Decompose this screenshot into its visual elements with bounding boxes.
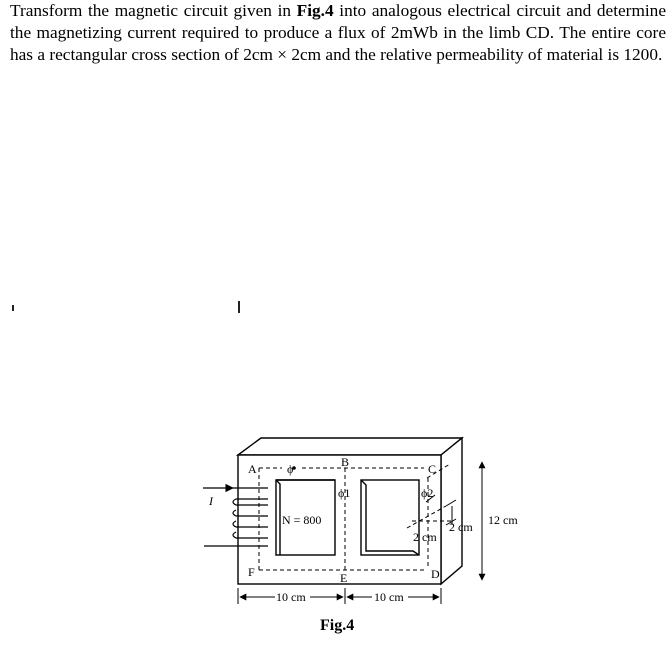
flux-total-label: ϕ: [287, 462, 293, 476]
question-part1: Transform the magnetic circuit given in: [10, 1, 297, 20]
point-a-label: A: [248, 462, 257, 476]
limb-width-label: 2 cm: [413, 530, 437, 544]
figure-reference: Fig.4: [296, 1, 334, 20]
left-width-label: 10 cm: [276, 590, 306, 604]
stray-mark-right: [238, 301, 240, 313]
point-c-label: C: [428, 462, 436, 476]
width-dimension-arrows: [237, 588, 442, 604]
flux-dot: [292, 466, 296, 470]
turns-label: N = 800: [282, 513, 321, 527]
point-d-label: D: [431, 567, 440, 581]
height-dimension-label: 12 cm: [488, 513, 518, 527]
point-b-label: B: [341, 455, 349, 469]
core-outline: [235, 436, 464, 586]
mean-flux-path: [258, 463, 452, 571]
question-text: Transform the magnetic circuit given in …: [10, 0, 666, 66]
question-part2: into analogous electrical circuit and de…: [10, 1, 666, 64]
stray-mark-left: [12, 305, 14, 311]
depth-dimension-label: 2 cm: [449, 520, 473, 534]
dimension-ticks: [425, 494, 457, 526]
figure-caption: Fig.4: [320, 617, 354, 634]
point-e-label: E: [340, 571, 347, 585]
magnetizing-coil: [203, 483, 268, 547]
flux-phi2-label: ϕ2: [421, 486, 433, 500]
right-width-label: 10 cm: [374, 590, 404, 604]
point-f-label: F: [248, 565, 255, 579]
current-label: I: [208, 494, 214, 508]
flux-phi1-label: ϕ1: [338, 486, 350, 500]
